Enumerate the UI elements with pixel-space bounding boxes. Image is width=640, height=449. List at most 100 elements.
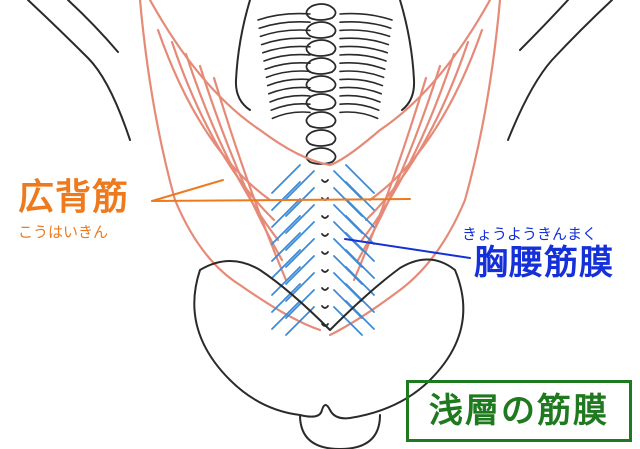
muscle-fiber-left bbox=[184, 52, 280, 242]
fascia-line-left bbox=[271, 215, 301, 245]
rib-right bbox=[339, 12, 393, 21]
spinous-process-mark bbox=[321, 305, 329, 309]
spinous-process-mark bbox=[321, 179, 329, 183]
fascia-line-left bbox=[285, 272, 315, 302]
latissimus-label: 広背筋 bbox=[18, 177, 130, 218]
fascia-line-right bbox=[345, 249, 375, 279]
fascia-line-left bbox=[285, 170, 315, 200]
left-neck-outline bbox=[234, 0, 251, 111]
fascia-line-left bbox=[285, 187, 315, 217]
rib-left bbox=[263, 53, 311, 62]
muscle-fiber-left bbox=[198, 64, 284, 262]
fascia-line-right bbox=[345, 300, 375, 330]
vertebra bbox=[305, 3, 337, 21]
muscle-left-upper-edge bbox=[148, 0, 332, 167]
fascia-line-right bbox=[345, 198, 375, 228]
fascia-line-left bbox=[271, 300, 301, 330]
rib-right bbox=[339, 103, 380, 111]
spinous-process-mark bbox=[321, 269, 329, 273]
fascia-line-left bbox=[285, 238, 315, 268]
fascia-line-right bbox=[345, 181, 375, 211]
rib-left bbox=[258, 21, 311, 29]
left-arm-inner-outline bbox=[67, 0, 119, 53]
vertebra bbox=[305, 147, 337, 165]
right-arm-outline bbox=[507, 0, 613, 141]
rib-right bbox=[339, 94, 381, 103]
muscle-fiber-right bbox=[352, 76, 428, 282]
vertebra bbox=[305, 129, 337, 147]
fascia-line-right bbox=[345, 266, 375, 296]
rib-left bbox=[257, 12, 311, 21]
latissimus-dorsi-muscle bbox=[138, 0, 502, 337]
fascia-line-left bbox=[285, 204, 315, 234]
rib-left bbox=[265, 70, 311, 79]
muscle-fiber-left bbox=[212, 76, 288, 282]
leader-lines bbox=[151, 179, 471, 259]
muscle-left-outer-edge bbox=[138, 0, 322, 332]
fascia-line-right bbox=[345, 232, 375, 262]
badge-text: 浅層の筋膜 bbox=[429, 391, 609, 431]
fascia-label: 胸腰筋膜 bbox=[474, 243, 614, 283]
leader-latissimus-upper bbox=[151, 179, 224, 202]
muscle-fiber-right bbox=[368, 28, 484, 202]
rib-right bbox=[339, 53, 387, 62]
vertebra bbox=[305, 111, 337, 129]
rib-left bbox=[266, 78, 311, 87]
rib-right bbox=[339, 29, 391, 38]
spinous-process-mark bbox=[321, 251, 329, 255]
muscle-right-upper-edge bbox=[328, 0, 492, 167]
muscle-fiber-left bbox=[156, 28, 272, 202]
vertebra bbox=[305, 39, 337, 57]
rib-right bbox=[339, 21, 392, 29]
rib-left bbox=[264, 62, 311, 70]
vertebra bbox=[305, 21, 337, 39]
fascia-line-left bbox=[271, 266, 301, 296]
rib-right bbox=[339, 78, 384, 87]
fascia-line-left bbox=[271, 181, 301, 211]
fascia-line-left bbox=[271, 249, 301, 279]
fascia-line-left bbox=[285, 289, 315, 319]
fascia-line-left bbox=[285, 306, 315, 336]
fascia-line-right bbox=[345, 283, 375, 313]
fascia-line-left bbox=[285, 255, 315, 285]
thoracolumbar-fascia bbox=[271, 164, 375, 336]
leader-fascia bbox=[344, 238, 471, 259]
rib-right bbox=[339, 70, 385, 79]
fascia-reading: きょうようきんまく bbox=[462, 225, 598, 243]
leader-latissimus-main bbox=[151, 198, 411, 202]
right-neck-outline bbox=[399, 0, 416, 111]
sacrum-outline bbox=[299, 414, 381, 449]
muscle-fiber-left bbox=[170, 40, 276, 222]
rib-left bbox=[259, 29, 311, 38]
superficial-fascia-badge: 浅層の筋膜 bbox=[406, 380, 632, 442]
body-outline bbox=[27, 0, 613, 141]
fascia-line-left bbox=[271, 283, 301, 313]
spinous-process-mark bbox=[321, 215, 329, 219]
rib-cage bbox=[257, 12, 393, 120]
rib-left bbox=[268, 86, 311, 95]
vertebra bbox=[305, 57, 337, 75]
rib-left bbox=[269, 94, 311, 103]
spinous-process-mark bbox=[321, 287, 329, 291]
rib-left bbox=[271, 111, 311, 120]
fascia-line-left bbox=[271, 198, 301, 228]
rib-right bbox=[339, 45, 388, 54]
fascia-line-left bbox=[271, 164, 301, 194]
muscle-right-outer-edge bbox=[328, 0, 502, 337]
muscle-fiber-right bbox=[364, 40, 470, 222]
fascia-line-left bbox=[271, 232, 301, 262]
vertebra bbox=[305, 93, 337, 111]
vertebra bbox=[305, 75, 337, 93]
right-arm-inner-outline bbox=[519, 0, 569, 51]
fascia-line-right bbox=[333, 306, 363, 336]
fascia-line-right bbox=[345, 164, 375, 194]
fascia-line-left bbox=[285, 221, 315, 251]
left-arm-outline bbox=[27, 0, 131, 141]
rib-right bbox=[339, 37, 390, 46]
rib-left bbox=[262, 45, 311, 54]
latissimus-reading: こうはいきん bbox=[18, 223, 109, 241]
rib-left bbox=[260, 37, 311, 46]
rib-right bbox=[339, 62, 386, 70]
spinous-process-mark bbox=[321, 233, 329, 237]
